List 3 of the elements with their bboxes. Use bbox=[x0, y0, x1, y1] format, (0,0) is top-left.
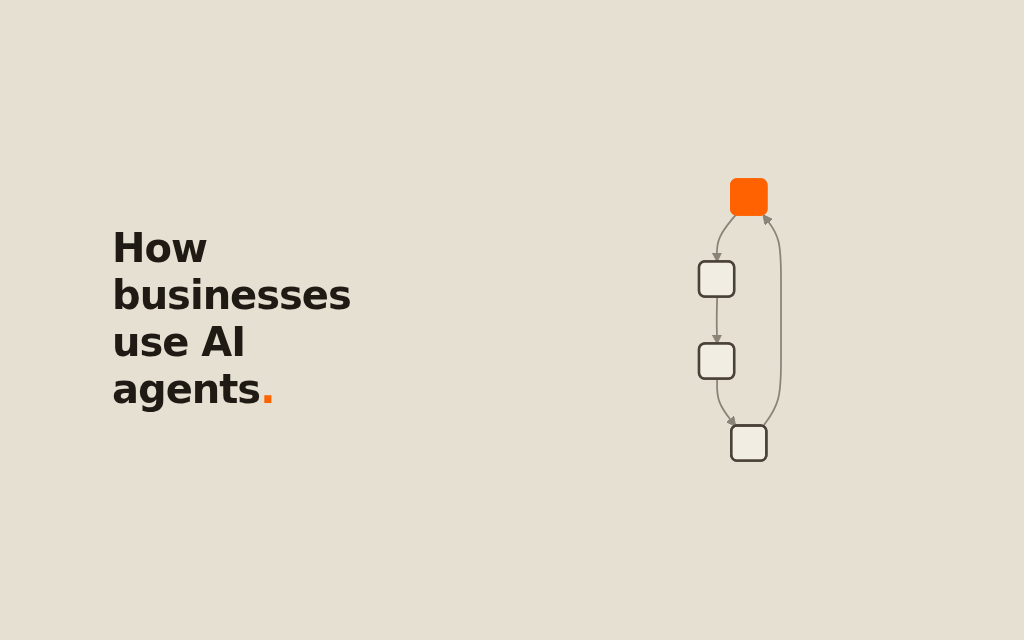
arrow bbox=[762, 214, 782, 428]
arrow bbox=[716, 378, 737, 427]
title: How businesses use AI agents. bbox=[112, 225, 352, 413]
